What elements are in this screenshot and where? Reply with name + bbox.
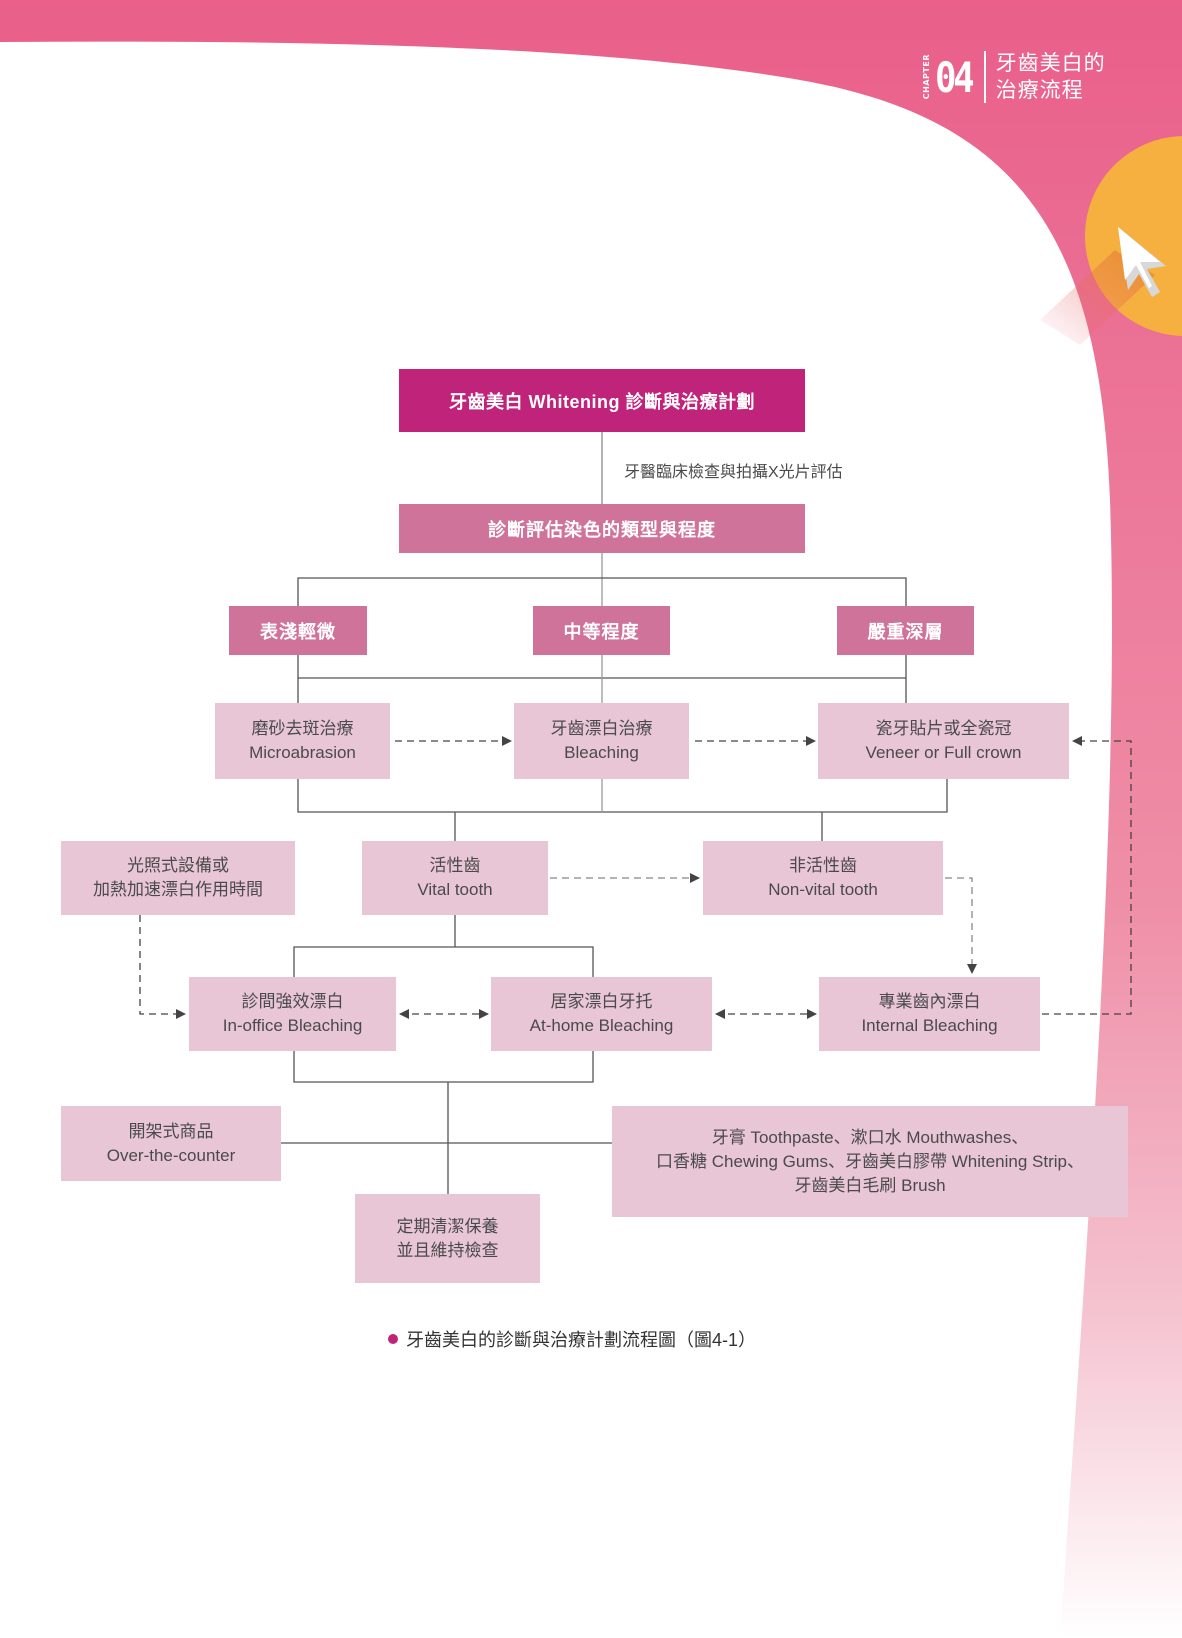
otc-node: 開架式商品 Over-the-counter xyxy=(61,1106,281,1181)
treatment-bleaching: 牙齒漂白治療 Bleaching xyxy=(514,703,689,779)
light-heat-node: 光照式設備或 加熱加速漂白作用時間 xyxy=(61,841,295,915)
nonvital-zh: 非活性齒 xyxy=(789,856,857,875)
veneer-en: Veneer or Full crown xyxy=(865,743,1022,762)
chapter-title: 牙齒美白的 治療流程 xyxy=(996,50,1106,104)
internal-bleaching-node: 專業齒內漂白 Internal Bleaching xyxy=(819,977,1040,1051)
inoffice-bleaching-node: 診間強效漂白 In-office Bleaching xyxy=(189,977,396,1051)
microabrasion-en: Microabrasion xyxy=(249,743,356,762)
line-vital-split xyxy=(293,946,594,977)
products-line1: 牙膏 Toothpaste、漱口水 Mouthwashes、 xyxy=(711,1127,1029,1147)
severity-mild: 表淺輕微 xyxy=(229,606,367,655)
microabrasion-zh: 磨砂去斑治療 xyxy=(251,719,354,738)
products-line2: 口香糖 Chewing Gums、牙齒美白膠帶 Whitening Strip、 xyxy=(656,1151,1084,1171)
athome-bleaching-node: 居家漂白牙托 At-home Bleaching xyxy=(491,977,712,1051)
nonvital-en: Non-vital tooth xyxy=(768,880,878,899)
vital-en: Vital tooth xyxy=(417,880,493,899)
chapter-number: 04 xyxy=(935,52,975,102)
chapter-header: CHAPTER 04 牙齒美白的 治療流程 xyxy=(922,48,1106,106)
inoffice-zh: 診間強效漂白 xyxy=(241,992,344,1011)
maintenance-line2: 並且維持檢查 xyxy=(396,1240,499,1260)
line-severity-split xyxy=(297,577,907,606)
inoffice-en: In-office Bleaching xyxy=(222,1016,363,1035)
assessment-node: 診斷評估染色的類型與程度 xyxy=(399,504,805,553)
athome-en: At-home Bleaching xyxy=(529,1016,674,1035)
bleaching-zh: 牙齒漂白治療 xyxy=(550,719,653,738)
line-bleach-join xyxy=(293,1051,594,1083)
otc-en: Over-the-counter xyxy=(106,1145,236,1165)
athome-zh: 居家漂白牙托 xyxy=(550,992,653,1011)
arrow-nonvital-to-internal xyxy=(945,877,977,974)
light-heat-line2: 加熱加速漂白作用時間 xyxy=(93,880,263,899)
assessment-label: 診斷評估染色的類型與程度 xyxy=(488,519,716,540)
maintenance-node: 定期清潔保養 並且維持檢查 xyxy=(355,1194,540,1283)
vital-tooth-node: 活性齒 Vital tooth xyxy=(362,841,548,915)
veneer-zh: 瓷牙貼片或全瓷冠 xyxy=(875,719,1012,738)
internal-en: Internal Bleaching xyxy=(861,1016,998,1035)
chapter-title-line1: 牙齒美白的 xyxy=(995,52,1106,75)
chapter-divider xyxy=(983,51,986,103)
maintenance-line1: 定期清潔保養 xyxy=(396,1216,499,1236)
figure-caption-text: 牙齒美白的診斷與治療計劃流程圖（圖4-1） xyxy=(406,1330,757,1350)
severity-mild-label: 表淺輕微 xyxy=(260,621,336,642)
severity-moderate-label: 中等程度 xyxy=(563,621,640,642)
severity-severe: 嚴重深層 xyxy=(837,606,974,655)
products-line3: 牙齒美白毛刷 Brush xyxy=(794,1175,946,1195)
bleaching-en: Bleaching xyxy=(564,743,639,762)
internal-zh: 專業齒內漂白 xyxy=(878,992,981,1011)
treatment-veneer: 瓷牙貼片或全瓷冠 Veneer or Full crown xyxy=(818,703,1069,779)
vital-zh: 活性齒 xyxy=(429,856,481,875)
arrow-internal-to-veneer xyxy=(1042,736,1132,1015)
figure-caption: 牙齒美白的診斷與治療計劃流程圖（圖4-1） xyxy=(388,1326,756,1352)
treatment-microabrasion: 磨砂去斑治療 Microabrasion xyxy=(215,703,390,779)
bullet-dot-icon xyxy=(388,1334,398,1344)
root-node-label: 牙齒美白 Whitening 診斷與治療計劃 xyxy=(449,391,755,412)
line-treatment-join xyxy=(297,779,948,813)
severity-moderate: 中等程度 xyxy=(533,606,670,655)
nonvital-tooth-node: 非活性齒 Non-vital tooth xyxy=(703,841,943,915)
root-node: 牙齒美白 Whitening 診斷與治療計劃 xyxy=(399,369,805,432)
otc-zh: 開架式商品 xyxy=(128,1121,214,1141)
severity-severe-label: 嚴重深層 xyxy=(867,621,944,642)
arrow-light-to-inoffice xyxy=(139,915,186,1019)
products-node: 牙膏 Toothpaste、漱口水 Mouthwashes、 口香糖 Chewi… xyxy=(612,1106,1128,1217)
cursor-icon xyxy=(1118,227,1166,297)
root-note: 牙醫臨床檢查與拍攝X光片評估 xyxy=(624,464,843,481)
chapter-title-line2: 治療流程 xyxy=(995,79,1084,102)
light-heat-line1: 光照式設備或 xyxy=(127,856,229,875)
